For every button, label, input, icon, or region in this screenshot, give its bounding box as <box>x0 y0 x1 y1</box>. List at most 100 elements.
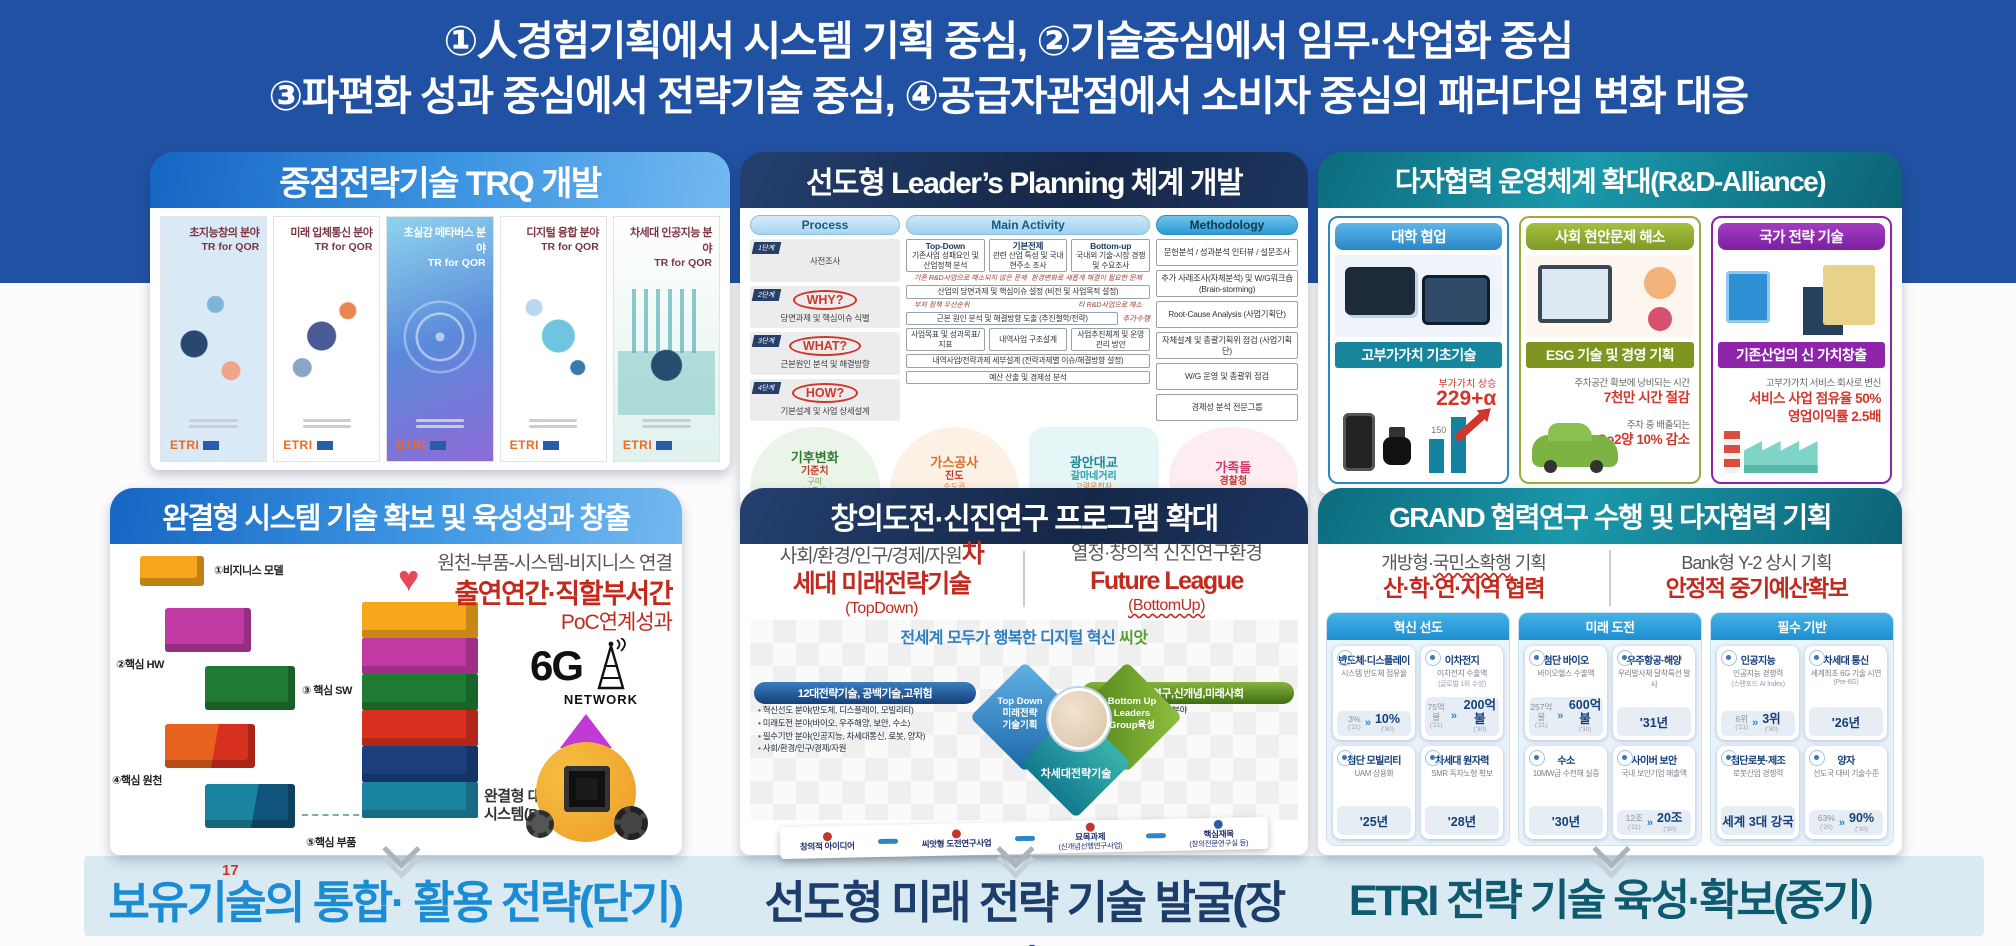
bottomup-text: 열정·창의적 신진연구환경 Future League (BottomUp) <box>1071 543 1263 614</box>
cover-field: 미래 입체통신 분야 <box>290 227 373 239</box>
block-label: ④핵심 원천 <box>112 775 162 787</box>
cover-illustration <box>617 273 716 415</box>
group-future: 미래 도전 첨단 바이오 바이오헬스 수출액 257억불('21) » 600억… <box>1518 612 1702 846</box>
why-circle: WHY? <box>792 289 858 310</box>
headline: ①人경험기획에서 시스템 기획 중심, ②기술중심에서 임무·산업화 중심 ③파… <box>0 14 2016 125</box>
tech-card: 첨단 바이오 바이오헬스 수출액 257억불('21) » 600억불('30) <box>1525 646 1607 740</box>
core-parts-block <box>205 784 295 828</box>
cover-field: 초실감 메타버스 분야 <box>403 227 487 255</box>
tech-card: 사이버 보안 국내 보안기업 매출액 12조('21) » 20조('30) <box>1613 745 1695 839</box>
method-box: W/G 운영 및 총괄위 점검 <box>1156 363 1298 390</box>
panel-alliance: 다자협력 운영체계 확대(R&D-Alliance) 대학 협업 고부가가치 기… <box>1318 152 1902 524</box>
step-tag: 2단계 <box>751 288 782 301</box>
open-planning-text: 개방형·국민소확행 기획 산·학·연·지역 협력 <box>1381 553 1547 601</box>
bar-chart <box>1429 439 1445 473</box>
cover-caption-lines <box>161 419 266 433</box>
activity-box: 내역사업/전략과제 세부설계 (전략과제별 이슈/해결방향 설정) <box>906 354 1150 368</box>
tech-card: 첨단 모빌리티 UAM 상용화 '25년 <box>1333 745 1415 839</box>
gear-icon <box>526 810 554 838</box>
activity-box: 예산 산출 및 경제성 분석 <box>906 370 1150 385</box>
etri-logo: ETRI <box>274 433 379 457</box>
block-label: ②핵심 HW <box>116 659 164 671</box>
tech-card: 차세대 원자력 SMR 독자노형 확보 '28년 <box>1421 745 1503 839</box>
group-essential: 필수 기반 인공지능 인공지능 경쟁력 (스탠포드 AI Index) 6위('… <box>1710 612 1894 846</box>
tech-card: 양자 선도국 대비 기술수준 63%('20) » 90%('30) <box>1805 745 1887 839</box>
activity-annotation: 부처 정책 우선순위 타 R&D사업으로 해소 <box>914 301 1142 309</box>
step-tag: 1단계 <box>751 242 782 254</box>
panel-planning-title: 선도형 Leader’s Planning 체계 개발 <box>740 152 1308 208</box>
cover-field: 초지능창의 분야 <box>189 227 260 239</box>
method-box: Root-Cause Analysis (사업기획단) <box>1156 301 1298 328</box>
core-hw-block <box>165 608 251 652</box>
activity-annotation: 기존 R&D사업으로 해소되지 않은 문제 환경변화로 새롭게 해결이 필요한 … <box>914 275 1142 283</box>
robot-illustration <box>524 714 648 854</box>
seedling-icon <box>951 829 961 839</box>
report-cover: 디지털 융합 분야 TR for QOR ETRI <box>499 216 607 462</box>
tech-card: 첨단로봇·제조 로봇산업 경쟁력 세계 3대 강국 <box>1717 745 1799 839</box>
interdept-text: 출연연간·직할부서간 <box>454 579 673 609</box>
report-cover: 초지능창의 분야 TR for QOR ETRI <box>160 216 268 462</box>
activity-box: 사업목표 및 성과목표/지표 <box>906 328 985 352</box>
topdown-text: 사회/환경/인구/경제/자원차 세대 미래전략기술 (TopDown) <box>779 540 985 618</box>
factory-illustration <box>1723 427 1820 473</box>
6g-label: 6G <box>529 642 584 689</box>
footer-band <box>84 856 1984 936</box>
aerospace-icon <box>1617 650 1633 666</box>
core-sw-block <box>205 666 295 710</box>
panel-trq: 중점전략기술 TRQ 개발 초지능창의 분야 TR for QOR ETRI 미… <box>150 152 730 470</box>
method-box: 자체설계 및 총괄기획위 점검 (사업기획단) <box>1156 332 1298 359</box>
page-number: 17 <box>222 862 239 879</box>
cover-subtitle: TR for QOR <box>314 241 373 253</box>
mobility-icon <box>1337 749 1353 766</box>
activity-box: 근본 원인 분석 및 해결방향 도출 (추진철학/전략) <box>906 311 1119 326</box>
col-main-activity: Main Activity <box>906 215 1150 235</box>
process-step: 2단계 WHY? 당면과제 및 핵심이슈 식별 <box>750 285 900 328</box>
green-car-illustration <box>1532 423 1619 473</box>
social-header: 사회 현안문제 해소 <box>1526 223 1694 250</box>
industry-illustration <box>1717 255 1885 337</box>
panel-system-title: 완결형 시스템 기술 확보 및 육성성과 창출 <box>110 488 682 544</box>
business-model-block <box>140 556 204 586</box>
cover-subtitle: TR for QOR <box>654 257 713 269</box>
arrow-icon: » <box>1646 816 1653 829</box>
semiconductor-icon <box>1337 650 1353 666</box>
pipeline-item: 씨앗형 도전연구사업 <box>921 829 991 850</box>
strategy-pill: 12대전략기술, 공백기술,고위험 <box>754 682 976 704</box>
pipeline-arrow-icon <box>1145 832 1166 838</box>
arrow-icon: » <box>1364 717 1371 730</box>
block-label: ③ 핵심 SW <box>302 685 352 697</box>
col-methodology: Methodology <box>1156 215 1298 235</box>
pipeline-arrow-icon <box>877 838 899 844</box>
bar-value: 150 <box>1431 425 1447 435</box>
strategy-bullets: 혁신선도 분야(반도체, 디스플레이, 모빌리티) 미래도전 분야(바이오, 우… <box>758 704 984 755</box>
pipeline-item: 핵심재목 (창의전문연구실 등) <box>1189 819 1249 849</box>
tech-card: 수소 10MW급 수전해 실증 '30년 <box>1525 745 1607 839</box>
tree-icon <box>1213 819 1224 829</box>
tower-row <box>362 710 478 746</box>
sapling-icon <box>1085 822 1095 832</box>
national-header: 국가 전략 기술 <box>1717 223 1885 250</box>
robot-icon <box>1721 749 1737 766</box>
panel-grand-title: GRAND 협력연구 수행 및 다자협력 기획 <box>1318 488 1902 544</box>
panel-grand: GRAND 협력연구 수행 및 다자협력 기획 개방형·국민소확행 기획 산·학… <box>1318 488 1902 855</box>
tower-row <box>362 746 478 782</box>
bio-icon <box>1529 650 1545 666</box>
arrow-icon: » <box>1557 710 1564 723</box>
tech-card: 인공지능 인공지능 경쟁력 (스탠포드 AI Index) 6위('21) » … <box>1717 646 1799 740</box>
step-tag: 3단계 <box>751 335 782 347</box>
tower-row <box>362 602 478 638</box>
hydrogen-icon <box>1529 749 1545 766</box>
method-box: 추가 사례조사(자체분석) 및 W/G워크숍(Brain-storming) <box>1156 270 1298 297</box>
what-circle: WHAT? <box>788 336 862 357</box>
etri-logo: ETRI <box>161 433 266 457</box>
panel-trq-title: 중점전략기술 TRQ 개발 <box>150 152 730 208</box>
univ-stats: 부가가치 상승 229+α 150 <box>1335 373 1502 477</box>
panel-system: 완결형 시스템 기술 확보 및 육성성과 창출 ①비지니스 모델 ②핵심 HW … <box>110 488 682 855</box>
tech-card: 이차전지 이차전지 수출액 (글로벌 1위 수성) 75억불('21) » 20… <box>1421 646 1503 740</box>
planning-column-headers: Process Main Activity Methodology <box>750 215 1298 235</box>
topdown-wedge-label: Top Down 미래전략 기술기획 <box>997 696 1043 731</box>
antenna-tower-icon <box>597 638 626 690</box>
connection-text: 원천-부품-시스템-비지니스 연결 <box>437 553 673 574</box>
